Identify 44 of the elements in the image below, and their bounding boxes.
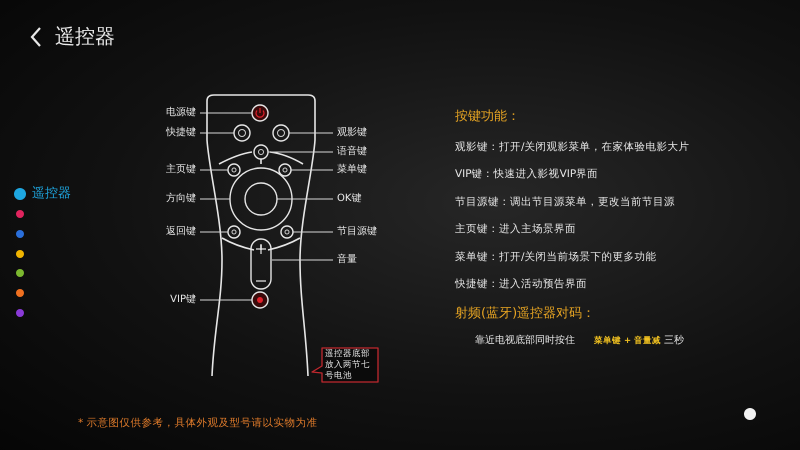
nav-item: 遥控器 [32, 186, 71, 202]
description-text: VIP键：快速进入影视VIP界面 [455, 167, 598, 182]
back-button [227, 225, 241, 239]
description-text: 观影键：打开/关闭观影菜单，在家体验电影大片 [455, 140, 690, 154]
callout-box: 遥控器底部放入两节七号电池 [310, 346, 380, 384]
button-label: 菜单键 [337, 163, 387, 177]
voice-button [253, 144, 269, 160]
leader-line [200, 112, 252, 114]
button-label: 电源键 [150, 106, 196, 120]
leader-line [277, 198, 334, 200]
section-heading: 射频(蓝牙)遥控器对码： [455, 305, 596, 323]
description-text: 快捷键：进入活动预告界面 [455, 277, 587, 291]
direction-ring [229, 167, 293, 231]
vip-button [251, 291, 269, 309]
page-title: 遥控器 [55, 23, 115, 50]
ok-button [244, 182, 278, 216]
description-text: 主页键：进入主场景界面 [455, 222, 576, 236]
source-button [280, 225, 294, 239]
button-label: 音量 [337, 253, 387, 267]
button-label: 观影键 [337, 126, 387, 140]
home-button [227, 163, 241, 177]
button-label: 返回键 [150, 225, 196, 239]
button-label: 主页键 [150, 163, 196, 177]
leader-line [289, 132, 334, 134]
volume-rocker [250, 238, 272, 290]
button-label: 节目源键 [337, 225, 397, 239]
leader-line [200, 198, 230, 200]
button-label: VIP键 [150, 293, 196, 307]
menu-button [278, 163, 292, 177]
key-combo-text: 菜单键 + 音量减 [594, 335, 662, 348]
description-text: 节目源键：调出节目源菜单，更改当前节目源 [455, 194, 675, 209]
button-label: OK键 [337, 192, 387, 206]
shortcut-button [233, 124, 251, 142]
button-label: 快捷键 [150, 126, 196, 140]
button-label: 方向键 [150, 192, 196, 206]
footnote: * 示意图仅供参考，具体外观及型号请以实物为准 [78, 416, 318, 430]
movie-button [272, 124, 290, 142]
power-button [251, 104, 269, 122]
description-text: 菜单键：打开/关闭当前场景下的更多功能 [455, 250, 657, 264]
instruction-text: 靠近电视底部同时按住 [475, 334, 575, 348]
section-heading: 按键功能： [455, 108, 520, 126]
leader-line [200, 132, 234, 134]
instruction-text: 三秒 [664, 334, 684, 348]
button-label: 语音键 [337, 145, 387, 159]
